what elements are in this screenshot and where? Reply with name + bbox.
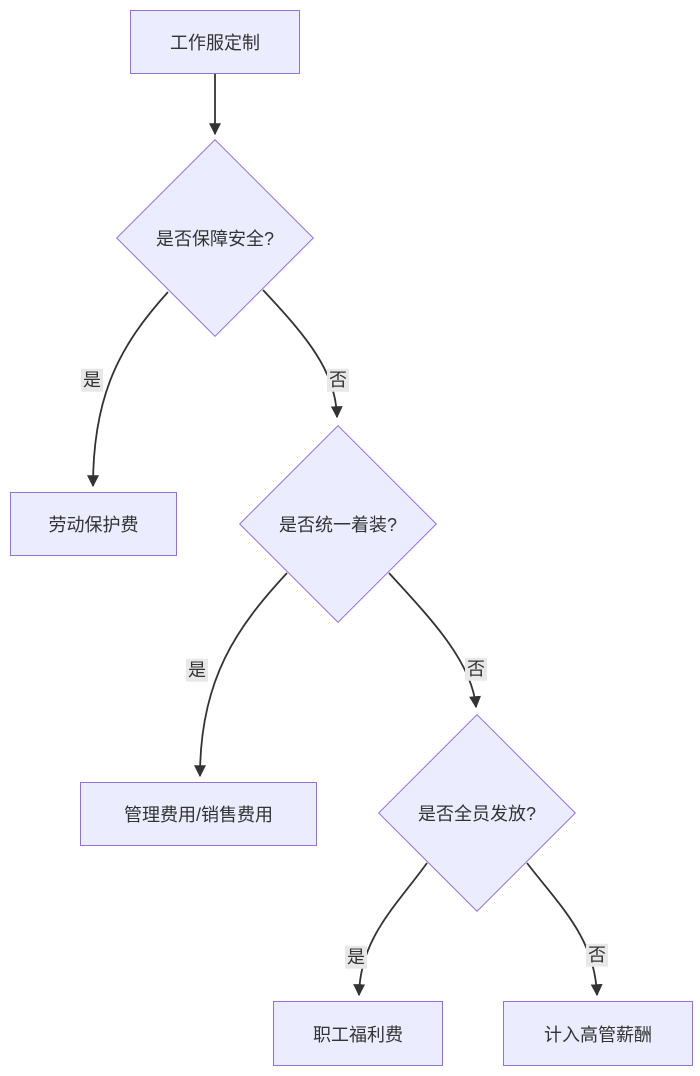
- decision-label: 是否保障安全?: [155, 229, 274, 249]
- node-decision-safety: 是否保障安全?: [115, 138, 315, 338]
- node-decision-all-employees: 是否全员发放?: [377, 713, 577, 913]
- edge-decision1-yes-to-result1: [87, 291, 169, 488]
- node-root: 工作服定制: [130, 10, 300, 74]
- edge-decision1-no-to-decision2: [262, 289, 343, 419]
- edge-label-no-3: 否: [586, 943, 608, 967]
- edge-decision3-no-to-result4: [526, 862, 603, 997]
- edge-label-yes-1: 是: [81, 368, 103, 392]
- edge-label-yes-3: 是: [345, 945, 367, 969]
- edge-decision2-yes-to-result2: [194, 572, 288, 778]
- node-result-executive-compensation: 计入高管薪酬: [503, 1001, 693, 1066]
- node-result-employee-welfare: 职工福利费: [273, 1001, 443, 1066]
- decision-label: 是否全员发放?: [417, 804, 536, 824]
- edge-decision2-no-to-decision3: [388, 572, 482, 709]
- edge-label-no-2: 否: [465, 657, 487, 681]
- edge-decision3-yes-to-result3: [353, 862, 428, 997]
- edge-label-no-1: 否: [327, 368, 349, 392]
- node-decision-uniform-dress: 是否统一着装?: [238, 424, 438, 624]
- decision-label: 是否统一着装?: [278, 515, 397, 535]
- edge-label-yes-2: 是: [186, 658, 208, 682]
- node-result-admin-sales-expense: 管理费用/销售费用: [80, 782, 317, 846]
- node-result-labor-protection: 劳动保护费: [10, 492, 177, 556]
